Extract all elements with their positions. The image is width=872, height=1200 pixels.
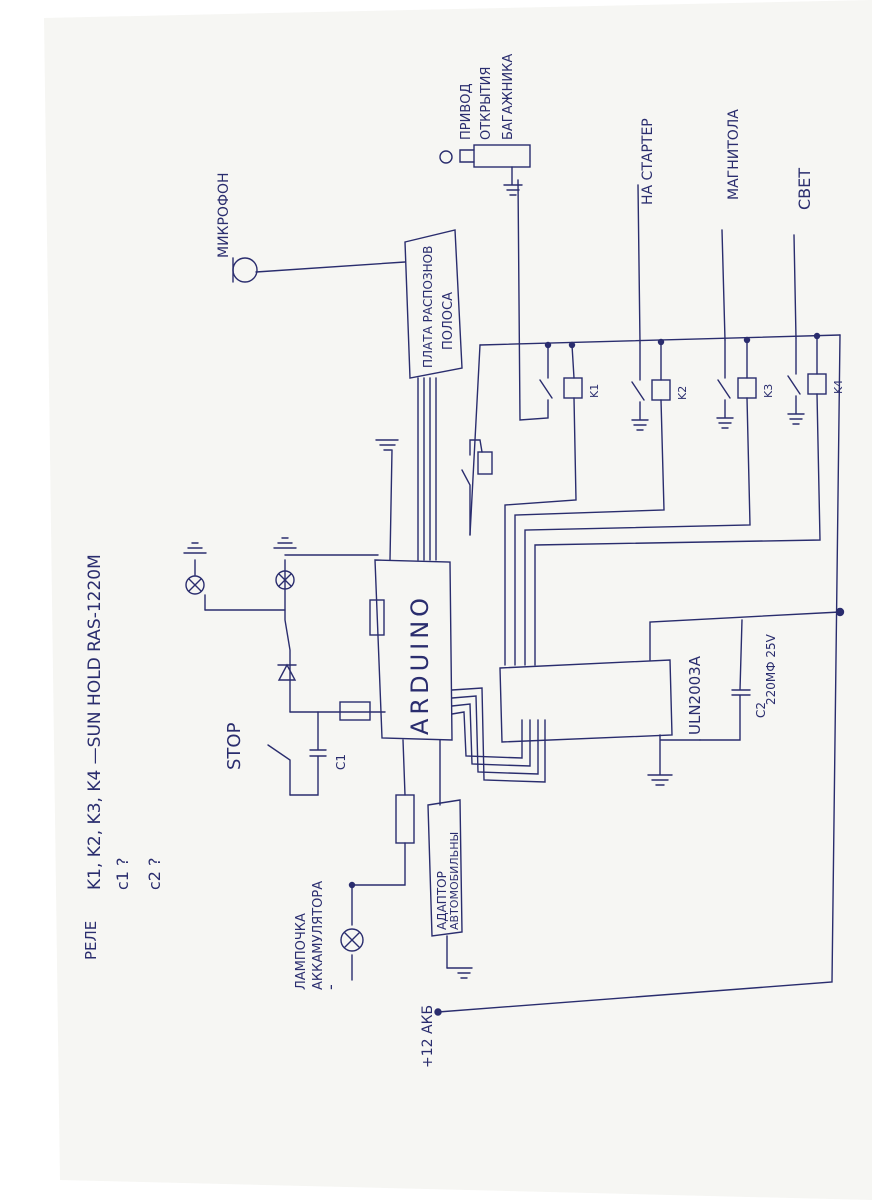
trunk-label-2: ОТКРЫТИЯ [479,67,494,140]
lamp-2 [183,542,207,595]
battery-label: +12 АКБ [420,1005,436,1068]
lamp-junction-dot [348,881,356,889]
switch-relay [461,439,493,536]
relay-title: РЕЛЕ [82,921,100,960]
arduino-label: ARDUINO [406,594,434,735]
board-data-bus [417,377,437,561]
arduino-resistor-top [369,599,385,636]
battery-lamp-circuit [351,739,415,981]
adapter-wires [439,739,448,969]
uln-ground [647,774,673,786]
k2-label: K2 [676,386,689,400]
main-power-rail [437,334,841,1013]
uln-label: ULN2003A [686,655,704,735]
adapter-ground [446,967,473,979]
radio-label: МАГНИТОЛА [726,109,742,200]
recognition-board [404,229,463,379]
trunk-label-3: БАГАЖНИКА [501,54,516,140]
c1-note: c1 ? [113,857,132,890]
arduino-ground [375,439,399,451]
k4-label: K4 [832,380,845,394]
microphone-label: МИКРОФОН [216,172,232,258]
relay-k3 [524,229,757,666]
uln2003a-chip [499,659,673,743]
board-label-1: ПЛАТА РАСПОЗНОВ [421,246,435,368]
relay-k1 [504,179,583,666]
c2-note: c2 ? [145,857,164,890]
stop-label: STOP [224,722,245,770]
light-label: СВЕТ [795,168,814,210]
arduino-uln-ribbon [451,687,546,783]
trunk-label-1: ПРИВОД [459,83,474,140]
car-adapter-box [427,799,463,937]
lamp-1 [273,537,297,590]
battery-lamp-label-2: АККАМУЛЯТОРА [311,881,326,990]
paper-sheet [44,0,872,1200]
stop-lamp-circuit [194,554,386,796]
battery-lamp [340,928,364,952]
relay-list: K1, K2, K3, K4 —SUN HOLD RAS-1220M [85,554,105,890]
trunk-actuator [439,144,531,196]
minus-label: - [321,984,340,990]
arduino-board [374,559,453,741]
starter-label: НА СТАРТЕР [640,118,656,205]
uln-power-wire [649,611,841,661]
microphone-wire [255,261,406,273]
c2-label: C2 [754,702,768,718]
relay-k4 [534,234,827,666]
k3-label: K3 [762,384,775,398]
microphone [232,257,258,283]
adapter-label-1: АДАПТОР [435,871,449,930]
arduino-ground-wire [389,449,393,561]
k1-label: K1 [588,384,601,398]
uln-ground-wire [659,734,701,775]
relay-k2 [514,184,671,666]
relay-junction-dots [544,332,821,349]
notes-block: РЕЛЕ K1, K2, K3, K4 —SUN HOLD RAS-1220M … [82,554,164,960]
battery-lamp-label-1: ЛАМПОЧКА [294,913,309,990]
adapter-label-2: АВТОМОБИЛЬНЫ [448,832,461,930]
board-label-2: ПОЛОСА [441,292,456,350]
c1-label: C1 [334,754,348,770]
capacitor-c2 [699,619,751,741]
battery-node [434,1008,442,1016]
capacitor-value-label: 220МФ 25V [764,633,778,705]
